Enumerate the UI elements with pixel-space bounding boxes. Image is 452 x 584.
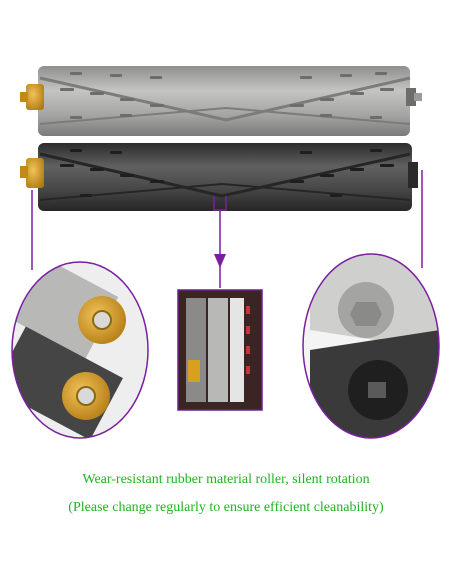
right-endcap-detail bbox=[302, 253, 440, 439]
caption-line-2: (Please change regularly to ensure effic… bbox=[68, 500, 384, 515]
product-photo bbox=[11, 66, 440, 439]
black-roller bbox=[20, 143, 418, 211]
grey-roller bbox=[20, 66, 422, 136]
installed-roller-photo bbox=[177, 289, 263, 411]
caption-line-1: Wear-resistant rubber material roller, s… bbox=[82, 472, 370, 487]
left-endcap-detail bbox=[11, 261, 149, 439]
callout-lines bbox=[31, 170, 423, 288]
